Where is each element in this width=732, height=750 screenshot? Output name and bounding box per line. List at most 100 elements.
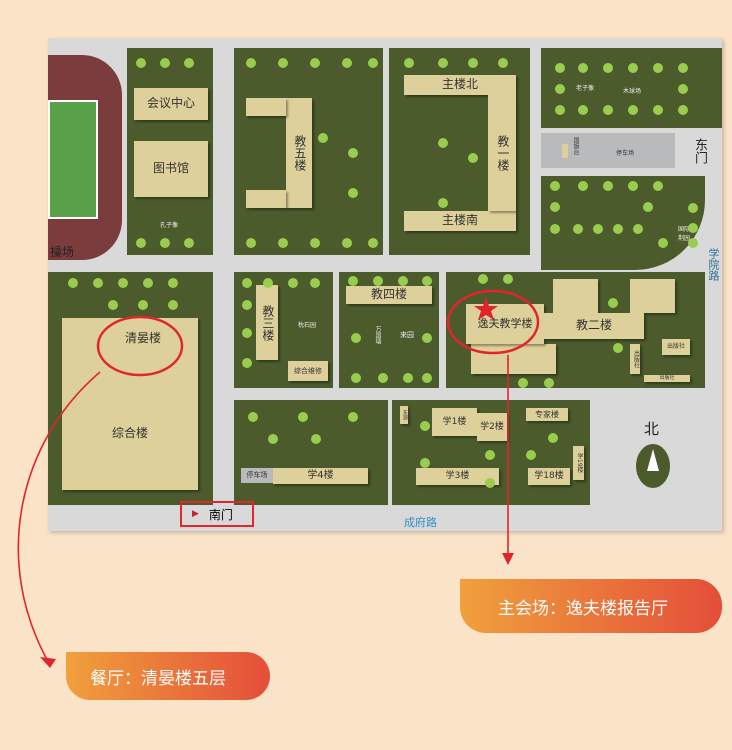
tree-icon	[438, 58, 448, 68]
south-gate[interactable]: ▶ 南门	[180, 501, 254, 527]
dining-pointer	[17, 371, 101, 666]
press-1: 出版社	[630, 344, 640, 374]
tree-icon	[108, 300, 118, 310]
star-icon	[474, 297, 498, 320]
tree-icon	[404, 58, 414, 68]
zhenshi-garden: 枕石园	[298, 322, 317, 329]
tree-icon	[498, 58, 508, 68]
tree-icon	[311, 434, 321, 444]
main-south: 主楼南	[404, 211, 516, 231]
xue3: 学3楼	[416, 468, 499, 485]
tree-icon	[310, 238, 320, 248]
tree-icon	[633, 224, 643, 234]
tree-icon	[138, 300, 148, 310]
play-arrow-icon: ▶	[192, 509, 199, 519]
jiao2-wing	[630, 279, 675, 313]
north-label: 北	[644, 420, 660, 438]
tree-icon	[438, 138, 448, 148]
stadium	[48, 55, 122, 260]
xue1: 学1楼	[432, 408, 477, 436]
tree-icon	[503, 274, 513, 284]
tree-icon	[248, 412, 258, 422]
tree-icon	[298, 412, 308, 422]
tree-icon	[593, 224, 603, 234]
east-gate[interactable]: 东门	[692, 138, 707, 164]
tree-icon	[544, 378, 554, 388]
tree-icon	[653, 181, 663, 191]
tree-icon	[278, 58, 288, 68]
tree-icon	[184, 238, 194, 248]
tree-icon	[398, 276, 408, 286]
parking-lot-2: 停车场	[241, 468, 273, 483]
tree-icon	[526, 450, 536, 460]
qingyan-highlight	[96, 315, 184, 377]
tree-icon	[348, 276, 358, 286]
tree-icon	[468, 58, 478, 68]
tree-icon	[550, 181, 560, 191]
tree-icon	[351, 333, 361, 343]
flag-label: 国旗台	[572, 137, 579, 155]
tree-icon	[348, 188, 358, 198]
tree-icon	[422, 276, 432, 286]
xue2: 学2楼	[477, 413, 507, 441]
tree-icon	[422, 333, 432, 343]
dining-callout: 餐厅：清晏楼五层	[66, 652, 270, 700]
expert-building: 专家楼	[526, 408, 568, 421]
block-east-mid	[541, 176, 705, 270]
wanguo-wall: 万国墙	[374, 326, 381, 344]
tree-icon	[578, 63, 588, 73]
tree-icon	[578, 181, 588, 191]
tree-icon	[478, 274, 488, 284]
tree-icon	[420, 421, 430, 431]
tree-icon	[578, 105, 588, 115]
jiao5-wing	[246, 98, 286, 116]
tree-icon	[653, 63, 663, 73]
jiao2-wing	[553, 279, 598, 313]
intl-garden: 国际紫荆园	[678, 226, 697, 242]
tree-icon	[555, 84, 565, 94]
tree-icon	[378, 373, 388, 383]
north-arrow-icon	[636, 444, 670, 488]
tree-icon	[653, 105, 663, 115]
arrow-head	[502, 553, 514, 565]
tree-icon	[168, 300, 178, 310]
tree-icon	[603, 105, 613, 115]
tree-icon	[160, 58, 170, 68]
tree-icon	[550, 224, 560, 234]
tree-icon	[368, 58, 378, 68]
jiao2: 教二楼	[544, 313, 644, 339]
tree-icon	[143, 278, 153, 288]
tree-icon	[438, 198, 448, 208]
tree-icon	[468, 153, 478, 163]
tree-icon	[603, 181, 613, 191]
press-3: 出版社	[644, 375, 690, 382]
tree-icon	[603, 63, 613, 73]
tree-icon	[348, 148, 358, 158]
tree-icon	[68, 278, 78, 288]
jiao5-building: 教五楼	[286, 98, 312, 208]
baseball-field: 木球场	[623, 88, 642, 95]
tree-icon	[184, 58, 194, 68]
xueyuan-road: 学院路	[707, 248, 720, 281]
tree-icon	[678, 84, 688, 94]
tree-icon	[168, 278, 178, 288]
arrow-head	[40, 657, 56, 668]
tree-icon	[288, 278, 298, 288]
tree-icon	[555, 63, 565, 73]
tree-icon	[628, 105, 638, 115]
tree-icon	[242, 300, 252, 310]
tree-icon	[368, 238, 378, 248]
confucius-statue: 孔子像	[160, 222, 179, 229]
parking-label: 停车场	[616, 150, 635, 157]
flag-platform	[562, 144, 568, 158]
tree-icon	[318, 133, 328, 143]
tree-icon	[403, 373, 413, 383]
zonghe-building: 综合楼	[62, 378, 198, 490]
tree-icon	[550, 202, 560, 212]
library: 图书馆	[134, 141, 208, 197]
tree-icon	[573, 224, 583, 234]
tree-icon	[628, 181, 638, 191]
tree-icon	[485, 478, 495, 488]
tree-icon	[242, 278, 252, 288]
